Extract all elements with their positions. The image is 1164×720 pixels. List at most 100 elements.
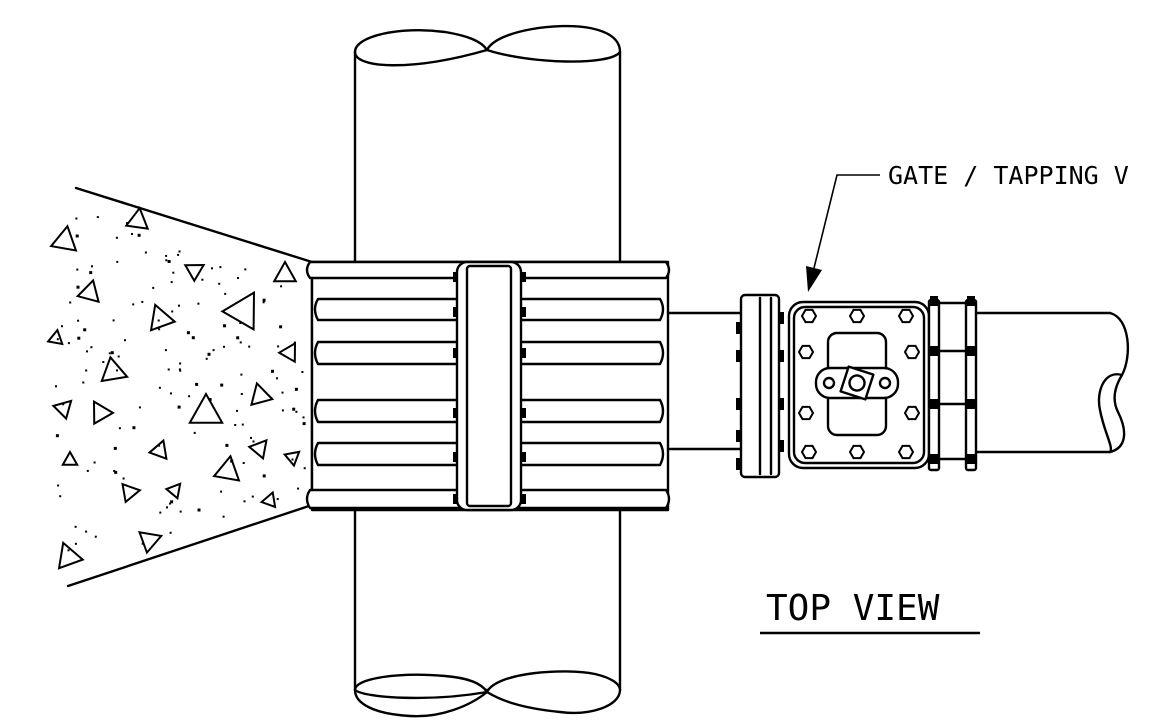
aggregate-speck bbox=[292, 407, 296, 411]
aggregate-speck bbox=[82, 381, 85, 384]
aggregate-speck bbox=[248, 345, 251, 348]
aggregate-speck bbox=[170, 392, 172, 395]
bolt-hex-icon bbox=[848, 308, 866, 324]
aggregate-speck bbox=[291, 458, 294, 461]
aggregate-speck bbox=[225, 443, 229, 447]
aggregate-triangle bbox=[147, 438, 168, 461]
aggregate-speck bbox=[279, 325, 283, 329]
aggregate-triangle bbox=[61, 449, 79, 466]
aggregate-speck bbox=[220, 383, 224, 387]
aggregate-speck bbox=[74, 542, 77, 545]
aggregate-triangle bbox=[100, 355, 130, 383]
concrete-aggregate-hatch bbox=[46, 206, 306, 570]
aggregate-speck bbox=[141, 542, 144, 545]
aggregate-triangle bbox=[220, 290, 256, 332]
valve-callout-label: GATE / TAPPING V bbox=[888, 161, 1129, 190]
aggregate-speck bbox=[178, 304, 180, 307]
aggregate-speck bbox=[239, 341, 242, 344]
aggregate-speck bbox=[157, 319, 160, 322]
aggregate-triangle bbox=[250, 381, 275, 407]
aggregate-speck bbox=[137, 233, 141, 237]
aggregate-speck bbox=[158, 386, 161, 389]
aggregate-speck bbox=[234, 424, 237, 426]
aggregate-speck bbox=[170, 281, 173, 284]
aggregate-speck bbox=[74, 525, 77, 528]
aggregate-speck bbox=[167, 260, 171, 263]
aggregate-speck bbox=[55, 434, 59, 438]
aggregate-speck bbox=[201, 278, 204, 281]
aggregate-speck bbox=[281, 409, 284, 412]
valve-bonnet-bolts bbox=[797, 308, 921, 460]
aggregate-speck bbox=[91, 265, 93, 268]
aggregate-speck bbox=[186, 331, 190, 335]
aggregate-speck bbox=[281, 391, 284, 394]
aggregate-speck bbox=[271, 369, 274, 373]
aggregate-triangle bbox=[272, 259, 298, 283]
aggregate-speck bbox=[211, 267, 213, 270]
aggregate-triangle bbox=[164, 482, 182, 501]
aggregate-speck bbox=[115, 236, 118, 239]
aggregate-speck bbox=[124, 339, 126, 342]
aggregate-speck bbox=[191, 336, 195, 340]
aggregate-speck bbox=[230, 459, 234, 463]
aggregate-triangle bbox=[212, 454, 241, 482]
aggregate-speck bbox=[116, 369, 118, 372]
aggregate-triangle bbox=[49, 224, 78, 252]
aggregate-speck bbox=[262, 301, 265, 304]
outlet-pipe bbox=[974, 311, 1129, 454]
aggregate-speck bbox=[239, 322, 242, 324]
aggregate-speck bbox=[262, 298, 266, 302]
aggregate-speck bbox=[75, 234, 79, 238]
aggregate-speck bbox=[179, 510, 182, 513]
concrete-thrust-block bbox=[46, 186, 314, 588]
aggregate-speck bbox=[56, 338, 59, 341]
aggregate-speck bbox=[243, 500, 246, 503]
aggregate-speck bbox=[237, 277, 239, 279]
aggregate-speck bbox=[61, 325, 63, 328]
aggregate-triangle bbox=[124, 206, 150, 230]
aggregate-triangle bbox=[247, 438, 268, 461]
valve-outlet-flange bbox=[927, 296, 978, 472]
aggregate-speck bbox=[276, 377, 278, 380]
bolt-hex-icon bbox=[800, 308, 818, 324]
aggregate-speck bbox=[144, 251, 147, 254]
gate-tapping-valve bbox=[787, 300, 931, 470]
aggregate-speck bbox=[69, 301, 72, 304]
aggregate-speck bbox=[158, 328, 161, 331]
aggregate-speck bbox=[251, 495, 254, 498]
aggregate-speck bbox=[77, 319, 80, 322]
aggregate-speck bbox=[242, 462, 245, 464]
aggregate-speck bbox=[76, 285, 80, 289]
aggregate-speck bbox=[85, 530, 88, 533]
aggregate-triangle bbox=[121, 482, 142, 504]
aggregate-speck bbox=[169, 531, 172, 534]
aggregate-speck bbox=[224, 292, 227, 295]
aggregate-speck bbox=[83, 328, 87, 332]
tapping-sleeve bbox=[305, 260, 671, 512]
aggregate-speck bbox=[77, 336, 81, 340]
aggregate-speck bbox=[222, 515, 225, 518]
aggregate-speck bbox=[301, 371, 304, 373]
aggregate-speck bbox=[236, 336, 240, 340]
aggregate-speck bbox=[280, 285, 283, 288]
aggregate-speck bbox=[126, 222, 128, 224]
aggregate-speck bbox=[169, 502, 172, 505]
aggregate-speck bbox=[114, 470, 118, 474]
aggregate-speck bbox=[294, 387, 298, 391]
aggregate-speck bbox=[112, 319, 115, 322]
aggregate-speck bbox=[165, 259, 168, 262]
aggregate-speck bbox=[219, 266, 222, 269]
operating-nut bbox=[839, 365, 875, 401]
aggregate-speck bbox=[96, 216, 99, 219]
aggregate-speck bbox=[177, 405, 181, 409]
aggregate-speck bbox=[207, 352, 211, 356]
aggregate-triangle bbox=[138, 531, 164, 555]
aggregate-speck bbox=[223, 345, 225, 348]
aggregate-speck bbox=[113, 470, 116, 472]
aggregate-speck bbox=[188, 395, 191, 398]
aggregate-speck bbox=[165, 254, 168, 257]
aggregate-speck bbox=[197, 302, 200, 305]
bolt-hex-icon bbox=[797, 344, 815, 360]
aggregate-speck bbox=[208, 398, 212, 401]
